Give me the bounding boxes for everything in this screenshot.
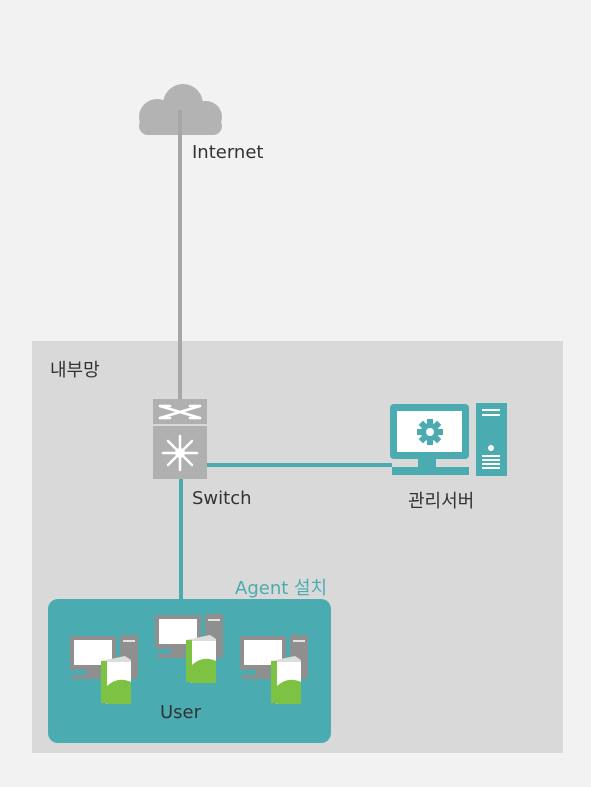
internal-network-label: 내부망 [50,360,100,381]
management-server-label: 관리서버 [408,491,475,512]
internet-label: Internet [192,142,264,163]
software-box-icon [271,656,301,704]
gear-icon [417,419,443,445]
cloud-icon [139,84,222,135]
network-switch-icon [153,399,207,479]
server-computer-icon [390,403,507,476]
software-box-icon [186,635,216,683]
agent-install-label: Agent 설치 [235,578,328,599]
software-box-icon [101,656,131,704]
switch-label: Switch [192,488,252,509]
user-label: User [160,702,202,723]
